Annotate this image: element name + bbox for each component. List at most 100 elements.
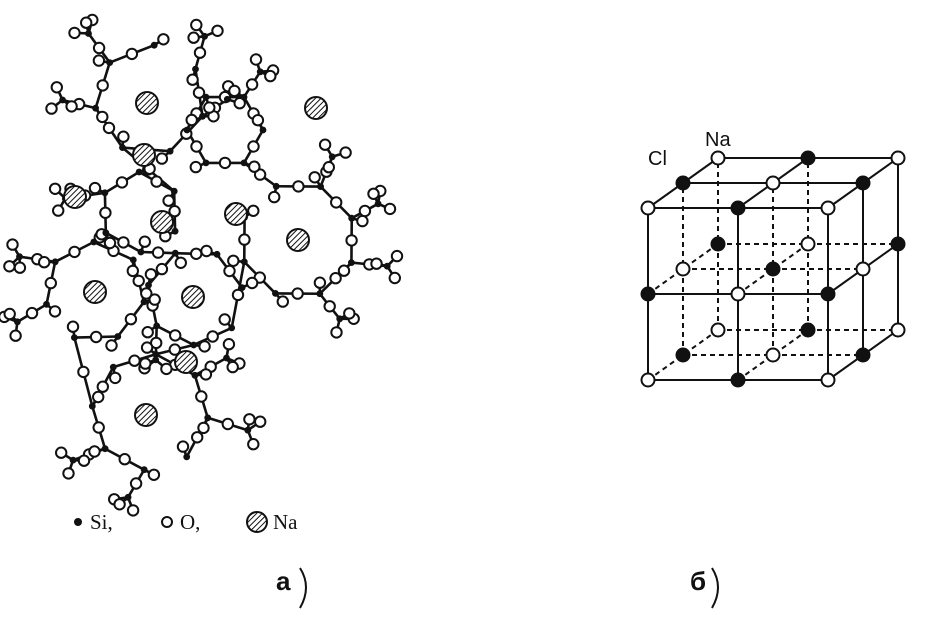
sodium-ion-lattice [640, 200, 656, 216]
oxygen-atom [169, 329, 182, 342]
oxygen-atom [13, 261, 27, 274]
silicon-atom [374, 200, 382, 208]
oxygen-atom [168, 343, 182, 356]
oxygen-atom [390, 249, 404, 263]
oxygen-atom [125, 47, 139, 61]
oxygen-atom [254, 415, 267, 428]
oxygen-atom [339, 146, 352, 159]
silicon-atom [69, 456, 77, 464]
oxygen-atom [218, 313, 231, 326]
oxygen-atom [223, 264, 236, 278]
silicon-atom [92, 104, 99, 112]
oxygen-atom [6, 238, 19, 251]
oxygen-atom [192, 86, 206, 99]
silicon-atom [135, 168, 143, 176]
silicon-atom [202, 93, 210, 101]
oxygen-atom [9, 329, 22, 342]
silicon-atom [137, 248, 145, 256]
oxygen-atom [185, 113, 198, 127]
silicon-atom [348, 259, 355, 266]
oxygen-atom [68, 245, 81, 259]
oxygen-atom [197, 421, 210, 435]
oxygen-atom [44, 276, 57, 290]
panel-b-label: б [690, 566, 706, 596]
oxygen-atom [249, 53, 263, 66]
sodium-ion-lattice [710, 322, 726, 338]
oxygen-atom [292, 180, 305, 193]
oxygen-atom [103, 236, 117, 250]
panel-a-label: а [276, 566, 291, 596]
silicon-atom [199, 112, 206, 120]
oxygen-atom [190, 140, 203, 153]
oxygen-atom [276, 295, 289, 308]
oxygen-atom [48, 182, 62, 196]
oxygen-atom [322, 161, 335, 174]
oxygen-atom [245, 78, 259, 91]
oxygen-atom [65, 100, 78, 113]
sodium-ion [286, 228, 310, 252]
oxygen-atom [233, 97, 246, 110]
oxygen-atom [92, 54, 106, 67]
legend: Si, O, Na [74, 510, 298, 534]
silicon-atom [171, 227, 179, 235]
silicon-atom [150, 41, 158, 49]
oxygen-atom [25, 306, 39, 320]
panel-a-caption: а [276, 566, 307, 609]
oxygen-atom [151, 246, 165, 259]
oxygen-atom [117, 236, 130, 249]
oxygen-atom [148, 293, 161, 306]
oxygen-atom [117, 130, 130, 143]
oxygen-atom [92, 421, 105, 434]
oxygen-atom [105, 339, 118, 352]
oxygen-atom [370, 257, 383, 270]
sodium-ion [181, 285, 205, 309]
oxygen-atom [144, 268, 158, 281]
silicon-atom [101, 189, 109, 197]
oxygen-atom [226, 360, 239, 374]
oxygen-atom [3, 307, 16, 321]
silicon-atom [240, 258, 248, 266]
cl-atom-label: Cl [648, 148, 667, 170]
silicon-atom [43, 300, 50, 308]
oxygen-atom [388, 271, 401, 285]
oxygen-atom [77, 365, 90, 379]
silicon-atom [201, 32, 209, 40]
chlorine-ion [820, 286, 836, 302]
lattice-atoms [640, 150, 906, 388]
oxygen-atom [176, 440, 190, 453]
sodium-ion-lattice [890, 322, 906, 338]
oxygen-atom [186, 73, 199, 86]
oxygen-atom [358, 204, 372, 218]
oxygen-atom [248, 160, 261, 173]
silicon-atom [259, 126, 267, 134]
oxygen-atom [150, 175, 163, 188]
oxygen-atom [211, 24, 224, 37]
silicon-atom [153, 322, 161, 330]
silicon-atom [88, 402, 96, 410]
silicon-atom [244, 426, 252, 434]
sodium-ion-lattice [710, 150, 726, 166]
silicon-atom [183, 453, 191, 461]
sodium-ion [174, 350, 198, 374]
silicon-atom [129, 256, 137, 264]
oxygen-atom [291, 287, 304, 300]
sodium-ion-lattice [890, 150, 906, 166]
oxygen-atom [38, 256, 51, 269]
oxygen-atom [247, 204, 260, 218]
silicon-atom [202, 159, 210, 167]
silicon-atom [240, 159, 248, 167]
panel-b-caption: б [690, 566, 719, 609]
oxygen-atom [50, 81, 63, 94]
oxygen-atom [190, 18, 203, 32]
silicate-network-diagram [0, 13, 404, 517]
sodium-ion-lattice [855, 261, 871, 277]
silicon-atom [328, 153, 336, 161]
silicon-atom [204, 414, 212, 422]
silicon-atom [223, 354, 230, 362]
oxygen-atom [200, 244, 213, 258]
oxygen-atom [187, 31, 200, 44]
oxygen-atom [268, 190, 281, 204]
oxygen-atom [195, 390, 208, 403]
oxygen-atom [48, 305, 62, 318]
